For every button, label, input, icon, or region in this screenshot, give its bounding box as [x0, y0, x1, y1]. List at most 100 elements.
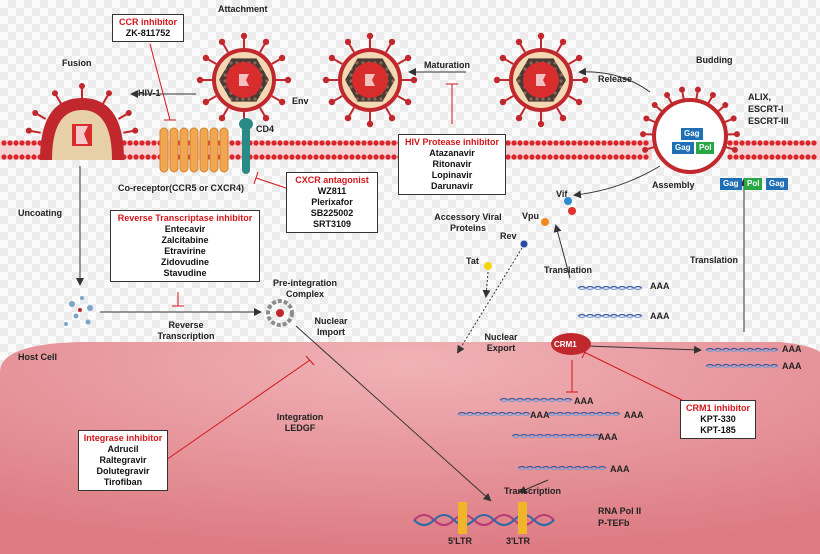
crm1-inhibitor-box: CRM1 inhibitor KPT-330 KPT-185 — [680, 400, 756, 439]
inhibitor-drug: Adrucil — [107, 444, 139, 454]
inhibitor-drug: SB225002 — [310, 208, 354, 218]
gag-tag: Gag — [672, 142, 694, 154]
inhibitor-drug: Atazanavir — [429, 148, 475, 158]
inhibitor-drug: KPT-330 — [700, 414, 736, 424]
crm1-protein — [551, 333, 591, 355]
hiv-virion-mature — [493, 32, 589, 128]
inhibitor-drug: Raltegravir — [99, 455, 147, 465]
flow-arrows — [76, 67, 748, 502]
gag-tag: Gag — [720, 178, 742, 190]
label-crm1: CRM1 — [554, 340, 577, 349]
gag-tag: Gag — [766, 178, 788, 190]
label-aaa: AAA — [598, 432, 618, 442]
label-aaa: AAA — [624, 410, 644, 420]
label-ptefb: P-TEFb — [598, 518, 630, 528]
label-reverse-transcription-2: Transcription — [157, 331, 215, 341]
inhibitor-drug: Tirofiban — [103, 477, 143, 487]
label-vif: Vif — [556, 189, 568, 199]
reverse-transcriptase-inhibitor-box: Reverse Transcriptase inhibitor Entecavi… — [110, 210, 260, 282]
inhibitor-title: CRM1 inhibitor — [686, 403, 750, 413]
hiv-virion-immature — [322, 32, 418, 128]
label-translation-1: Translation — [544, 265, 593, 275]
inhibitor-drug: Plerixafor — [311, 197, 353, 207]
label-hiv1: HIV-1 — [138, 88, 161, 98]
inhibitor-drug: Etravirine — [164, 246, 206, 256]
gag-tag: Gag — [681, 128, 703, 140]
integrase-inhibitor-box: Integrase inhibitor Adrucil Raltegravir … — [78, 430, 168, 491]
vif-protein-icon — [564, 197, 572, 205]
fusing-virus — [25, 83, 139, 160]
label-reverse-transcription-1: Reverse — [168, 320, 204, 330]
cxcr-antagonist-box: CXCR antagonist WZ811 Plerixafor SB22500… — [286, 172, 378, 233]
label-aaa: AAA — [782, 344, 802, 354]
inhibitor-drug: ZK-811752 — [125, 28, 171, 38]
inhibitor-title: Reverse Transcriptase inhibitor — [117, 213, 253, 223]
cd4-receptor — [239, 118, 253, 174]
label-env: Env — [292, 96, 309, 106]
inhibitor-drug: Darunavir — [430, 181, 474, 191]
inhibitor-drug: SRT3109 — [312, 219, 352, 229]
label-rev: Rev — [500, 231, 517, 241]
inhibition-lines — [149, 43, 683, 461]
inhibitor-drug: Zalcitabine — [161, 235, 209, 245]
pol-tag: Pol — [696, 142, 715, 154]
inhibitor-title: Integrase inhibitor — [83, 433, 163, 443]
inhibitor-drug: Dolutegravir — [96, 466, 150, 476]
label-aaa: AAA — [574, 396, 594, 406]
label-maturation: Maturation — [424, 60, 470, 70]
label-3ltr: 3'LTR — [506, 536, 530, 546]
label-accessory-2: Proteins — [449, 223, 486, 233]
label-aaa: AAA — [530, 410, 550, 420]
inhibitor-drug: Lopinavir — [431, 170, 473, 180]
label-nuclear-export-1: Nuclear — [484, 332, 518, 342]
dotted-arrows — [456, 247, 523, 354]
inhibitor-title: CCR inhibitor — [119, 17, 177, 27]
label-escrt-1: ALIX, — [748, 92, 772, 102]
label-preintegration-1: Pre-integration — [272, 278, 337, 288]
integrated-provirus — [413, 502, 555, 534]
label-nuclear-import-2: Import — [317, 327, 345, 337]
mrna-strands — [457, 285, 779, 471]
pol-tag: Pol — [744, 178, 763, 190]
nucleus — [0, 342, 820, 554]
label-nuclear-import-1: Nuclear — [314, 316, 348, 326]
inhibitor-title: CXCR antagonist — [295, 175, 369, 185]
vpu-protein-icon — [541, 218, 549, 226]
label-budding: Budding — [696, 55, 733, 65]
label-tat: Tat — [466, 256, 479, 266]
inhibitor-drug: Zidovudine — [161, 257, 209, 267]
label-vpu: Vpu — [522, 211, 539, 221]
label-integration: Integration — [276, 412, 324, 422]
co-receptor-helices — [159, 127, 229, 173]
inhibitor-drug: Stavudine — [163, 268, 207, 278]
label-preintegration-2: Complex — [285, 289, 324, 299]
label-fusion: Fusion — [62, 58, 92, 68]
label-assembly: Assembly — [652, 180, 695, 190]
label-uncoating: Uncoating — [18, 208, 62, 218]
label-aaa: AAA — [782, 361, 802, 371]
label-aaa: AAA — [650, 281, 670, 291]
label-escrt-3: ESCRT-III — [748, 116, 789, 126]
tat-protein-icon — [484, 262, 492, 270]
uncoated-capsid — [64, 296, 93, 326]
label-release: Release — [598, 74, 633, 84]
label-nuclear-export-2: Export — [486, 343, 516, 353]
label-aaa: AAA — [610, 464, 630, 474]
label-rna-pol: RNA Pol II — [598, 506, 642, 516]
inhibitor-drug: Ritonavir — [432, 159, 472, 169]
label-5ltr: 5'LTR — [448, 536, 472, 546]
label-accessory-1: Accessory Viral — [434, 212, 502, 222]
ccr-inhibitor-box: CCR inhibitor ZK-811752 — [112, 14, 184, 42]
vif-protein-icon-2 — [568, 207, 576, 215]
label-transcription: Transcription — [504, 486, 562, 496]
label-cd4: CD4 — [256, 124, 275, 134]
label-coreceptor: Co-receptor(CCR5 or CXCR4) — [118, 183, 245, 193]
label-attachment: Attachment — [218, 4, 268, 14]
label-host-cell: Host Cell — [18, 352, 58, 362]
hiv-protease-inhibitor-box: HIV Protease inhibitor Atazanavir Ritona… — [398, 134, 506, 195]
label-escrt-2: ESCRT-I — [748, 104, 784, 114]
inhibitor-drug: KPT-185 — [700, 425, 736, 435]
rev-protein-icon — [520, 240, 528, 248]
label-ledgf: LEDGF — [284, 423, 316, 433]
